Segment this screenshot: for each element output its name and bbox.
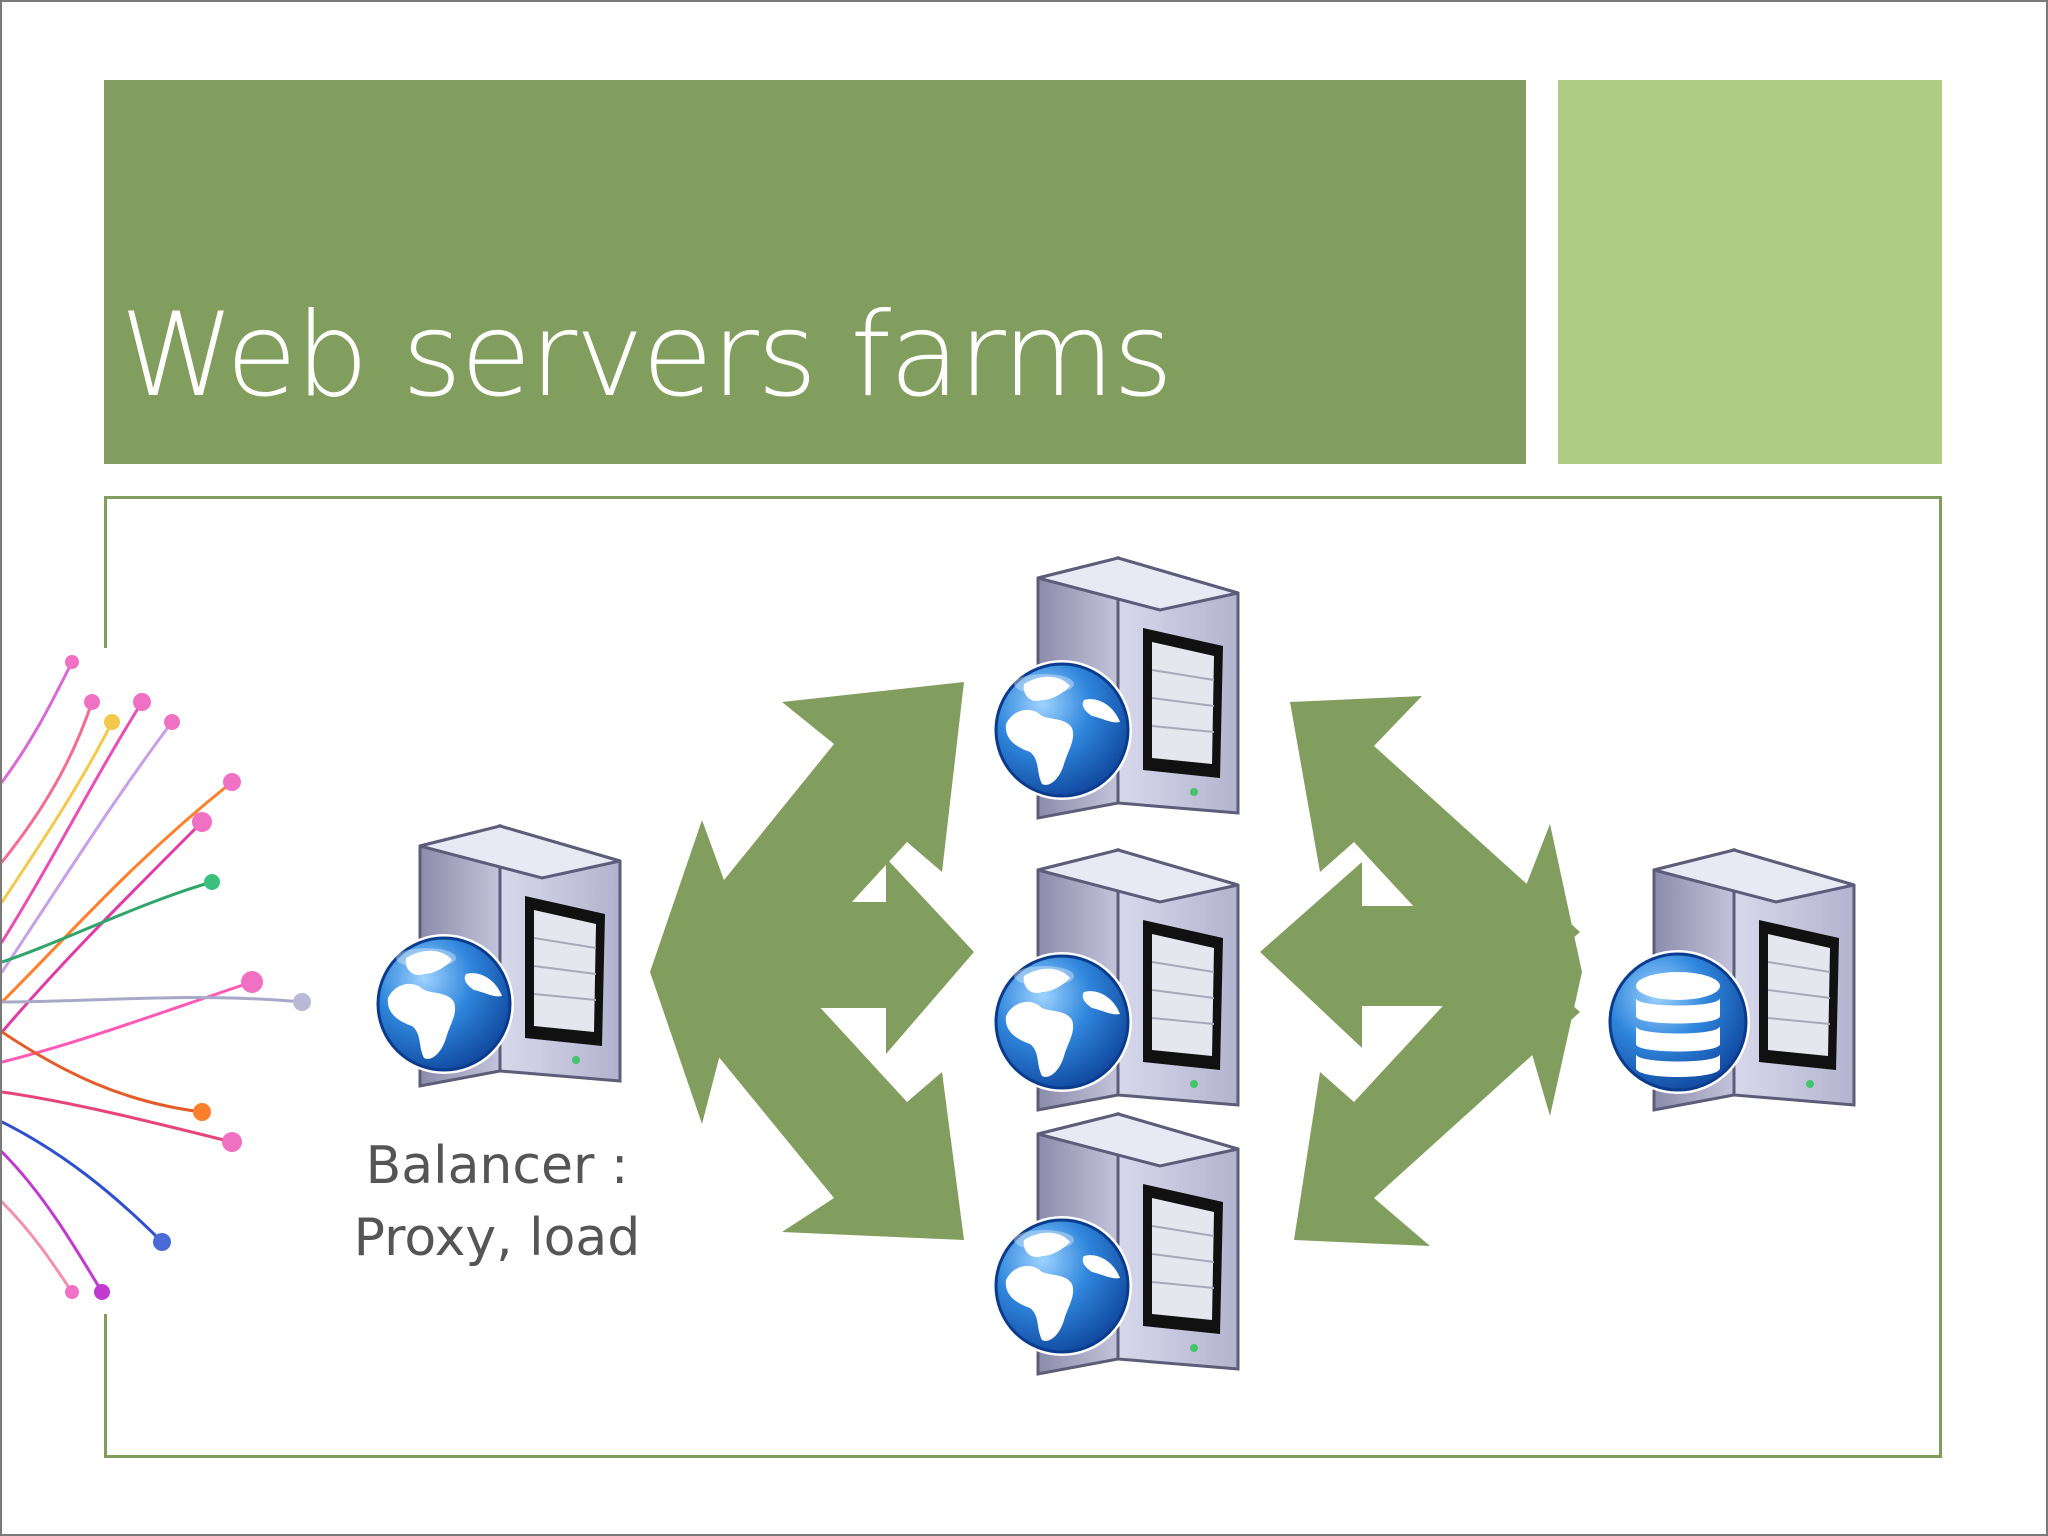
web-server-top [990,556,1240,820]
balancer-server [372,824,622,1088]
arrow-balancer-to-middle [650,820,974,1124]
decorative-tree-image [2,655,311,1300]
globe-icon [990,1214,1134,1358]
balancer-caption: Balancer : Proxy, load [332,1130,662,1274]
slide-title: Web servers farms [120,288,1173,423]
arrow-database-to-middle [1260,824,1582,1116]
arrow-balancer-to-bottom [682,942,964,1240]
balancer-caption-line-1: Balancer : [365,1136,629,1196]
title-bar [104,80,1526,464]
web-server-bottom [990,1112,1240,1376]
database-server [1604,848,1856,1112]
database-icon [1604,948,1752,1096]
web-server-middle [990,848,1240,1112]
connection-arrows [650,682,1582,1246]
globe-icon [372,932,516,1076]
title-accent-block [1558,80,1942,464]
frame-gap [98,648,112,1314]
globe-icon [990,658,1134,802]
globe-icon [990,950,1134,1094]
balancer-caption-line-2: Proxy, load [353,1208,641,1268]
arrow-database-to-bottom [1294,942,1580,1246]
